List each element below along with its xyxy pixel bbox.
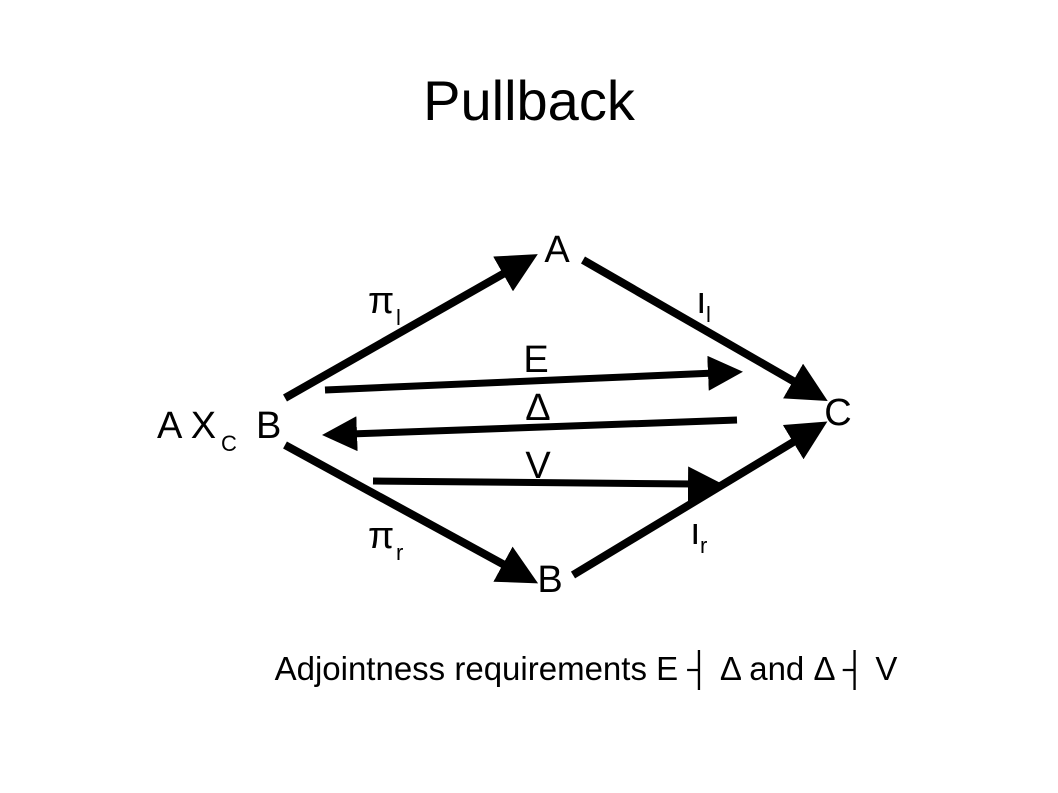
label-pi-r: π r	[368, 515, 403, 565]
iota-r-base: ı	[690, 511, 701, 553]
page-title: Pullback	[423, 69, 636, 132]
caption: Adjointness requirements E ┤ Δ and Δ ┤ V	[275, 649, 898, 690]
arrow-v	[372, 466, 723, 502]
arrow-iota-l	[581, 256, 828, 401]
pi-r-base: π	[368, 515, 394, 557]
arrow-delta	[322, 416, 738, 452]
pi-l-subscript: l	[396, 305, 401, 330]
pi-r-subscript: r	[396, 540, 403, 565]
label-delta: Δ	[525, 387, 550, 429]
node-b: B	[537, 559, 562, 601]
pullback-tail-label: B	[256, 405, 281, 447]
label-iota-l: ı l	[696, 280, 711, 327]
arrow-pi-r	[283, 441, 539, 584]
label-v: V	[525, 445, 551, 487]
pullback-main-label: A X	[157, 405, 216, 447]
iota-l-base: ı	[696, 280, 707, 322]
label-iota-r: ı r	[690, 511, 707, 558]
arrow-e	[324, 355, 743, 394]
pi-l-base: π	[368, 280, 394, 322]
arrow-pi-l	[283, 254, 538, 402]
node-a: A	[544, 229, 570, 271]
arrow-iota-r	[570, 421, 828, 579]
node-c: C	[824, 392, 851, 434]
label-e: E	[523, 339, 548, 381]
label-pi-l: π l	[368, 280, 401, 330]
node-pullback: A X C B	[157, 405, 281, 456]
iota-l-subscript: l	[706, 302, 711, 327]
iota-r-subscript: r	[700, 533, 707, 558]
pullback-subscript: C	[221, 431, 237, 456]
